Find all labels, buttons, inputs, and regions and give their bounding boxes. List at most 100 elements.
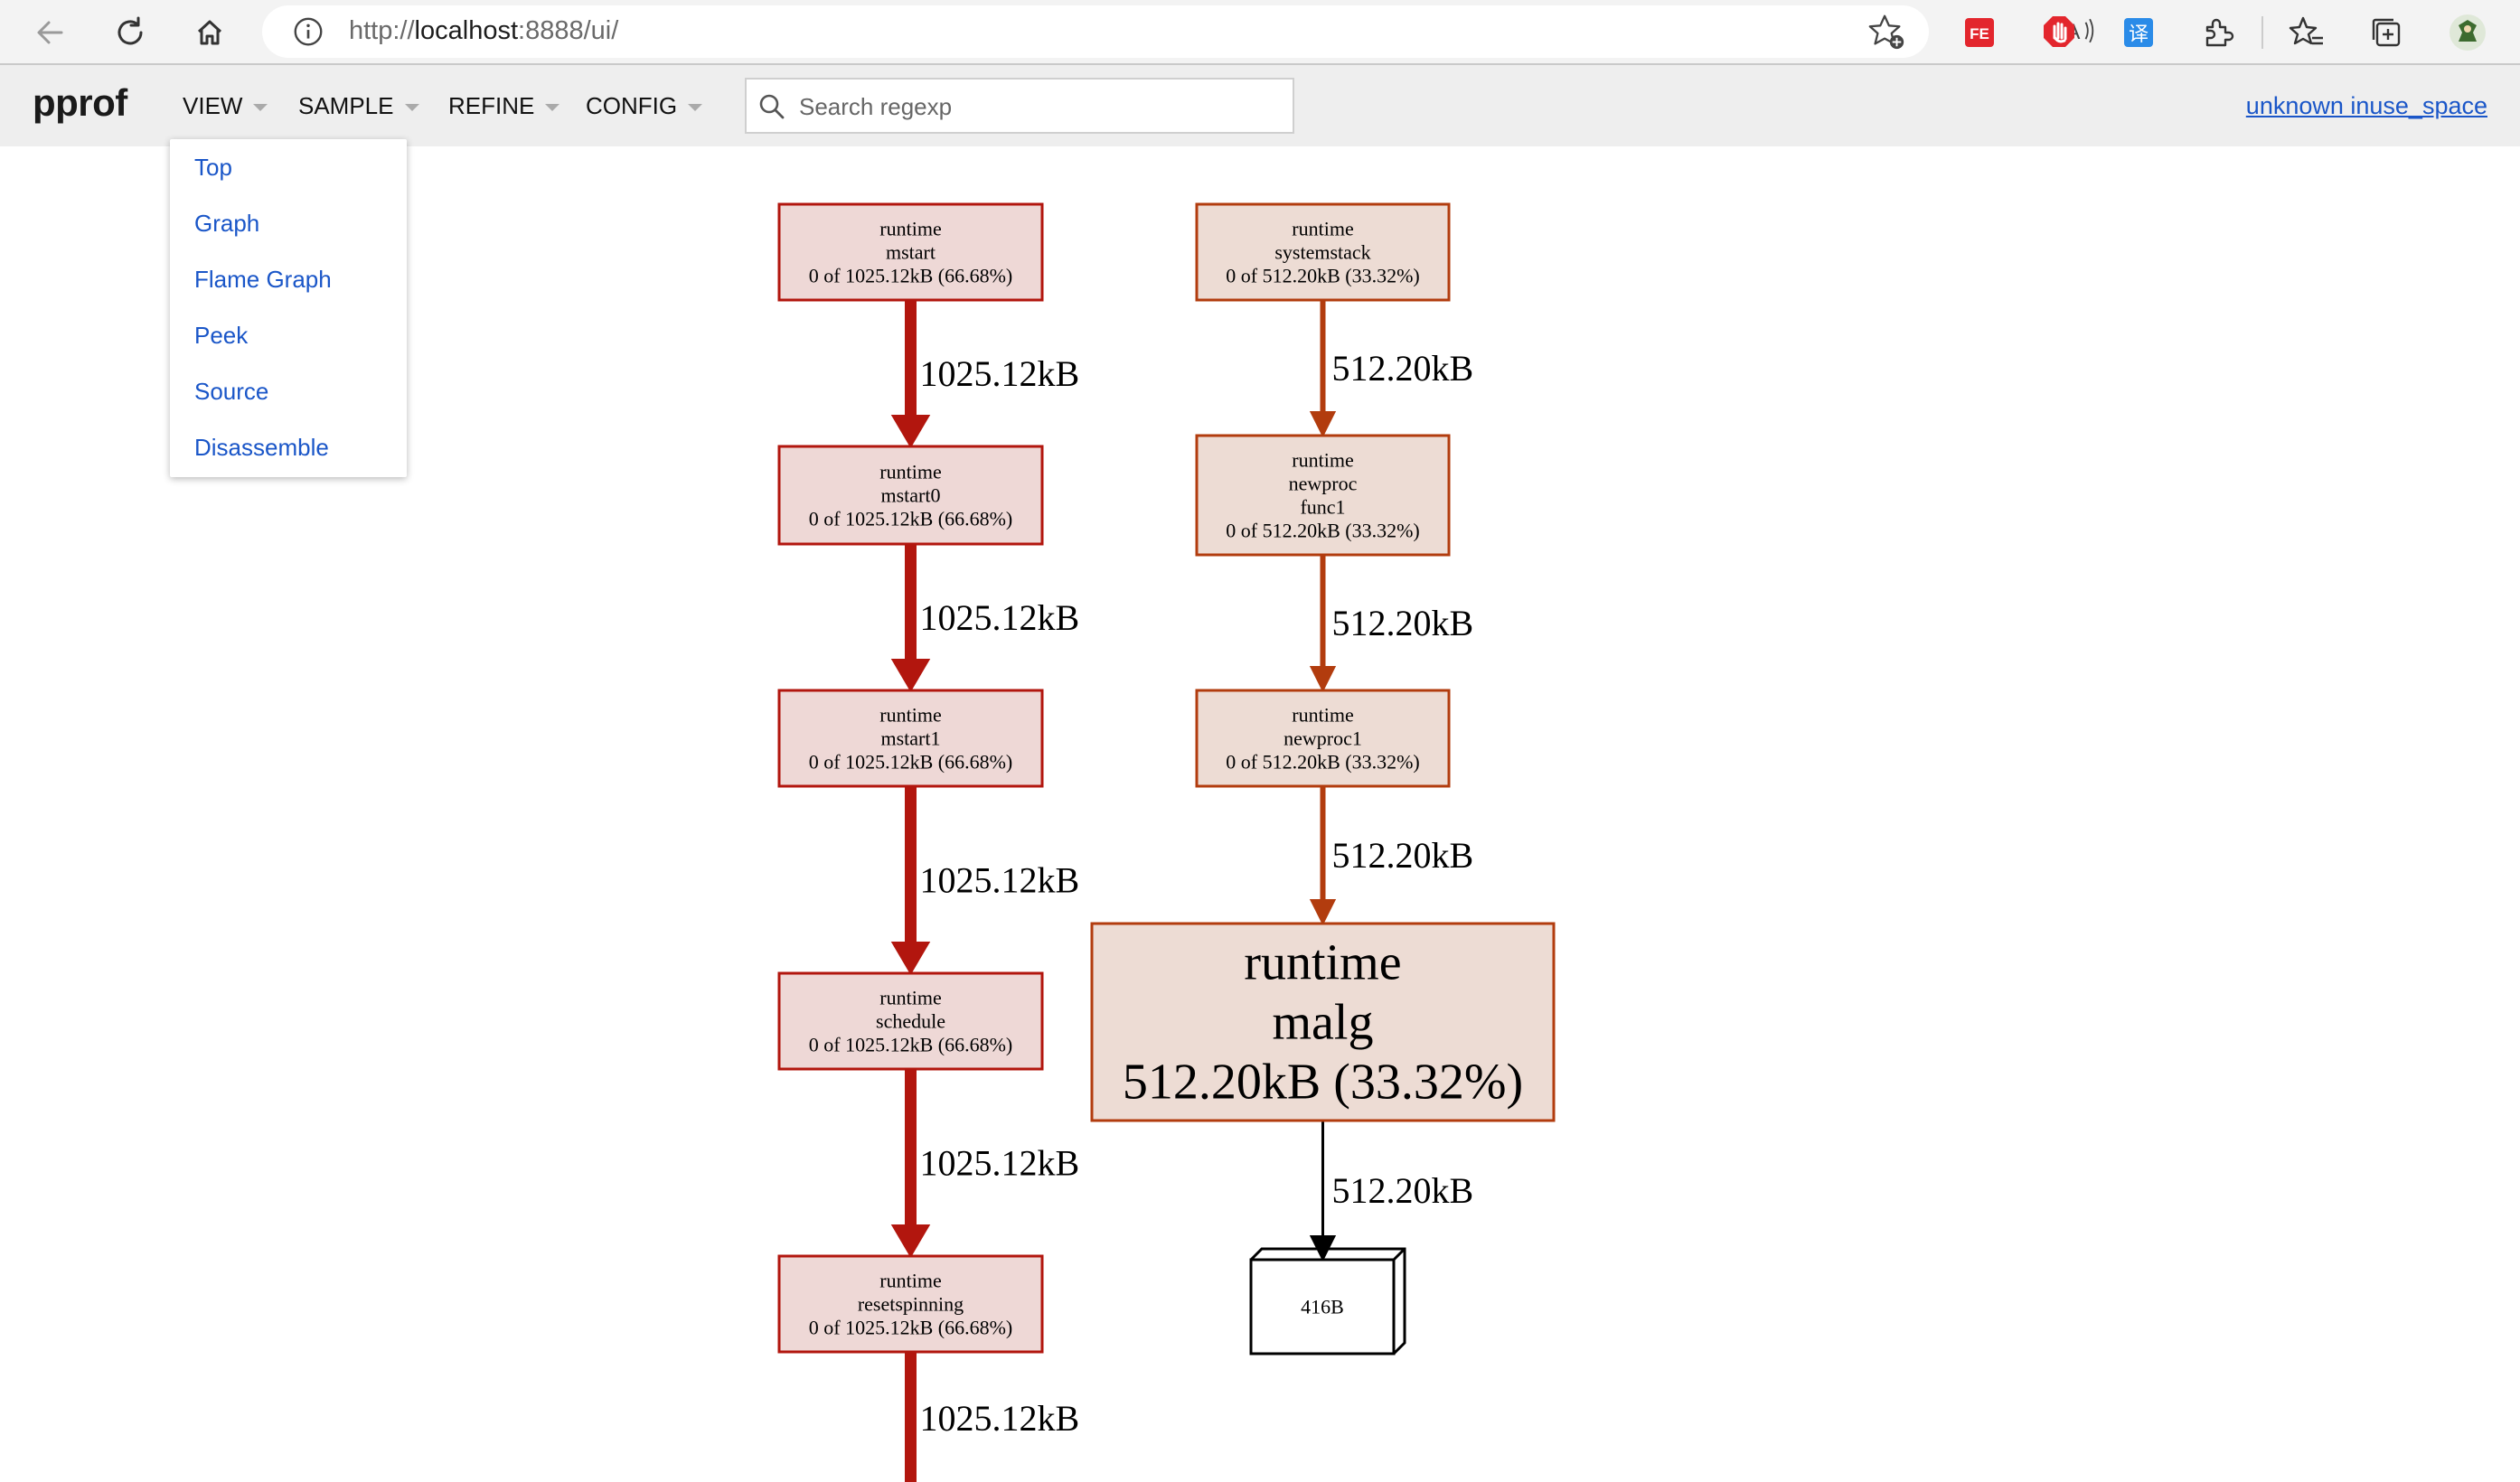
edge-arrowhead: [890, 659, 931, 692]
graph-node-size416[interactable]: 416B: [1249, 1247, 1406, 1355]
node-label-line: runtime: [879, 217, 941, 239]
address-bar[interactable]: http://localhost:8888/ui/ A: [262, 5, 2094, 58]
node-box: [1195, 202, 1451, 302]
view-menu-item-disassemble[interactable]: Disassemble: [194, 434, 329, 461]
edge-arrowhead: [1309, 899, 1337, 926]
graph-edge[interactable]: 1025.12kB: [905, 1352, 1080, 1482]
edge-label: 1025.12kB: [920, 597, 1080, 638]
profile-button[interactable]: [2446, 11, 2489, 54]
graph-edge[interactable]: 1025.12kB: [890, 786, 1080, 975]
view-menu-item-top[interactable]: Top: [194, 154, 232, 181]
edge-label: 512.20kB: [1332, 348, 1474, 389]
search-input[interactable]: [797, 87, 1289, 127]
node-label-line: mstart0: [881, 483, 941, 506]
home-icon: [197, 20, 222, 45]
edge-label: 512.20kB: [1332, 1170, 1474, 1211]
view-menu-item-peek[interactable]: Peek: [194, 322, 249, 349]
edge-label: 1025.12kB: [920, 1143, 1080, 1184]
reload-icon: [118, 16, 143, 45]
collections-button[interactable]: [2365, 11, 2408, 54]
config-menu[interactable]: CONFIG: [586, 92, 703, 120]
edge-arrowhead: [890, 1224, 931, 1258]
search-icon: [759, 94, 785, 119]
node-label-line: 512.20kB (33.32%): [1123, 1054, 1523, 1110]
edge-arrowhead: [890, 415, 931, 448]
graph-edge[interactable]: 512.20kB: [1309, 786, 1474, 926]
view-dropdown-menu: Top Graph Flame Graph Peek Source Disass…: [170, 139, 407, 477]
node-label-line: systemstack: [1274, 240, 1370, 263]
node-box: [777, 689, 1044, 788]
node-label-line: runtime: [1292, 448, 1353, 471]
extension-adblock[interactable]: [2037, 11, 2081, 54]
search-box[interactable]: [745, 78, 1294, 134]
node-label-line: newproc1: [1284, 727, 1362, 749]
profile-avatar-icon: [2449, 14, 2486, 51]
node-label-line: 416B: [1301, 1295, 1344, 1318]
pprof-logo[interactable]: pprof: [33, 81, 127, 124]
hand-stop-icon: [2044, 16, 2074, 47]
view-menu[interactable]: VIEW: [183, 92, 268, 120]
node-label-line: 0 of 1025.12kB (66.68%): [809, 264, 1012, 286]
graph-edge[interactable]: 1025.12kB: [890, 300, 1080, 448]
graph-edge[interactable]: 512.20kB: [1309, 555, 1474, 693]
view-menu-item-flame-graph[interactable]: Flame Graph: [194, 266, 332, 293]
node-label-line: func1: [1300, 495, 1345, 518]
url-scheme: http://: [349, 16, 415, 45]
view-menu-item-source[interactable]: Source: [194, 378, 269, 405]
collections-icon: [2372, 18, 2401, 47]
graph-edge[interactable]: 1025.12kB: [890, 544, 1080, 692]
node-label-line: runtime: [879, 986, 941, 1008]
toolbar-divider: [2261, 16, 2263, 49]
caret-down-icon: [404, 104, 419, 112]
node-label-line: 0 of 1025.12kB (66.68%): [809, 1316, 1012, 1338]
node-box-edge: [1392, 1247, 1406, 1262]
extensions-button[interactable]: [2196, 11, 2240, 54]
url-text[interactable]: http://localhost:8888/ui/: [349, 16, 618, 46]
edge-arrowhead: [1309, 666, 1337, 693]
extension-translate[interactable]: 译: [2117, 11, 2160, 54]
edge-label: 512.20kB: [1332, 835, 1474, 876]
translate-icon: 译: [2124, 18, 2153, 47]
node-label-line: mstart1: [881, 727, 941, 749]
refine-menu[interactable]: REFINE: [448, 92, 560, 120]
profile-type-link[interactable]: unknown inuse_space: [2245, 92, 2487, 119]
edge-label: 512.20kB: [1332, 603, 1474, 643]
node-label-line: newproc: [1289, 472, 1358, 494]
graph-edge[interactable]: 1025.12kB: [890, 1069, 1080, 1258]
extension-fe[interactable]: FE: [1958, 11, 2001, 54]
node-label-line: 0 of 512.20kB (33.32%): [1226, 519, 1419, 541]
graph-edge[interactable]: 512.20kB: [1309, 300, 1474, 438]
edge-arrowhead: [890, 942, 931, 975]
node-box: [1249, 1258, 1396, 1355]
node-label-line: runtime: [1292, 703, 1353, 726]
info-icon[interactable]: [291, 14, 325, 49]
edge-label: 1025.12kB: [920, 860, 1080, 901]
node-label-line: runtime: [1292, 217, 1353, 239]
sample-menu[interactable]: SAMPLE: [298, 92, 419, 120]
view-menu-item-graph[interactable]: Graph: [194, 210, 260, 237]
reload-button[interactable]: [107, 9, 154, 56]
star-plus-icon[interactable]: [1866, 11, 1907, 52]
node-label-line: schedule: [876, 1009, 945, 1032]
favorites-button[interactable]: [2285, 11, 2328, 54]
node-label-line: 0 of 1025.12kB (66.68%): [809, 1033, 1012, 1055]
refine-menu-label: REFINE: [448, 92, 535, 119]
graph-edge[interactable]: 512.20kB: [1309, 1121, 1474, 1262]
node-box: [1195, 434, 1451, 557]
node-label-line: runtime: [879, 460, 941, 483]
view-menu-label: VIEW: [183, 92, 243, 119]
browser-toolbar: http://localhost:8888/ui/ A FE 译: [0, 0, 2520, 65]
back-button[interactable]: [27, 9, 74, 56]
node-box: [1195, 689, 1451, 788]
home-button[interactable]: [186, 9, 233, 56]
